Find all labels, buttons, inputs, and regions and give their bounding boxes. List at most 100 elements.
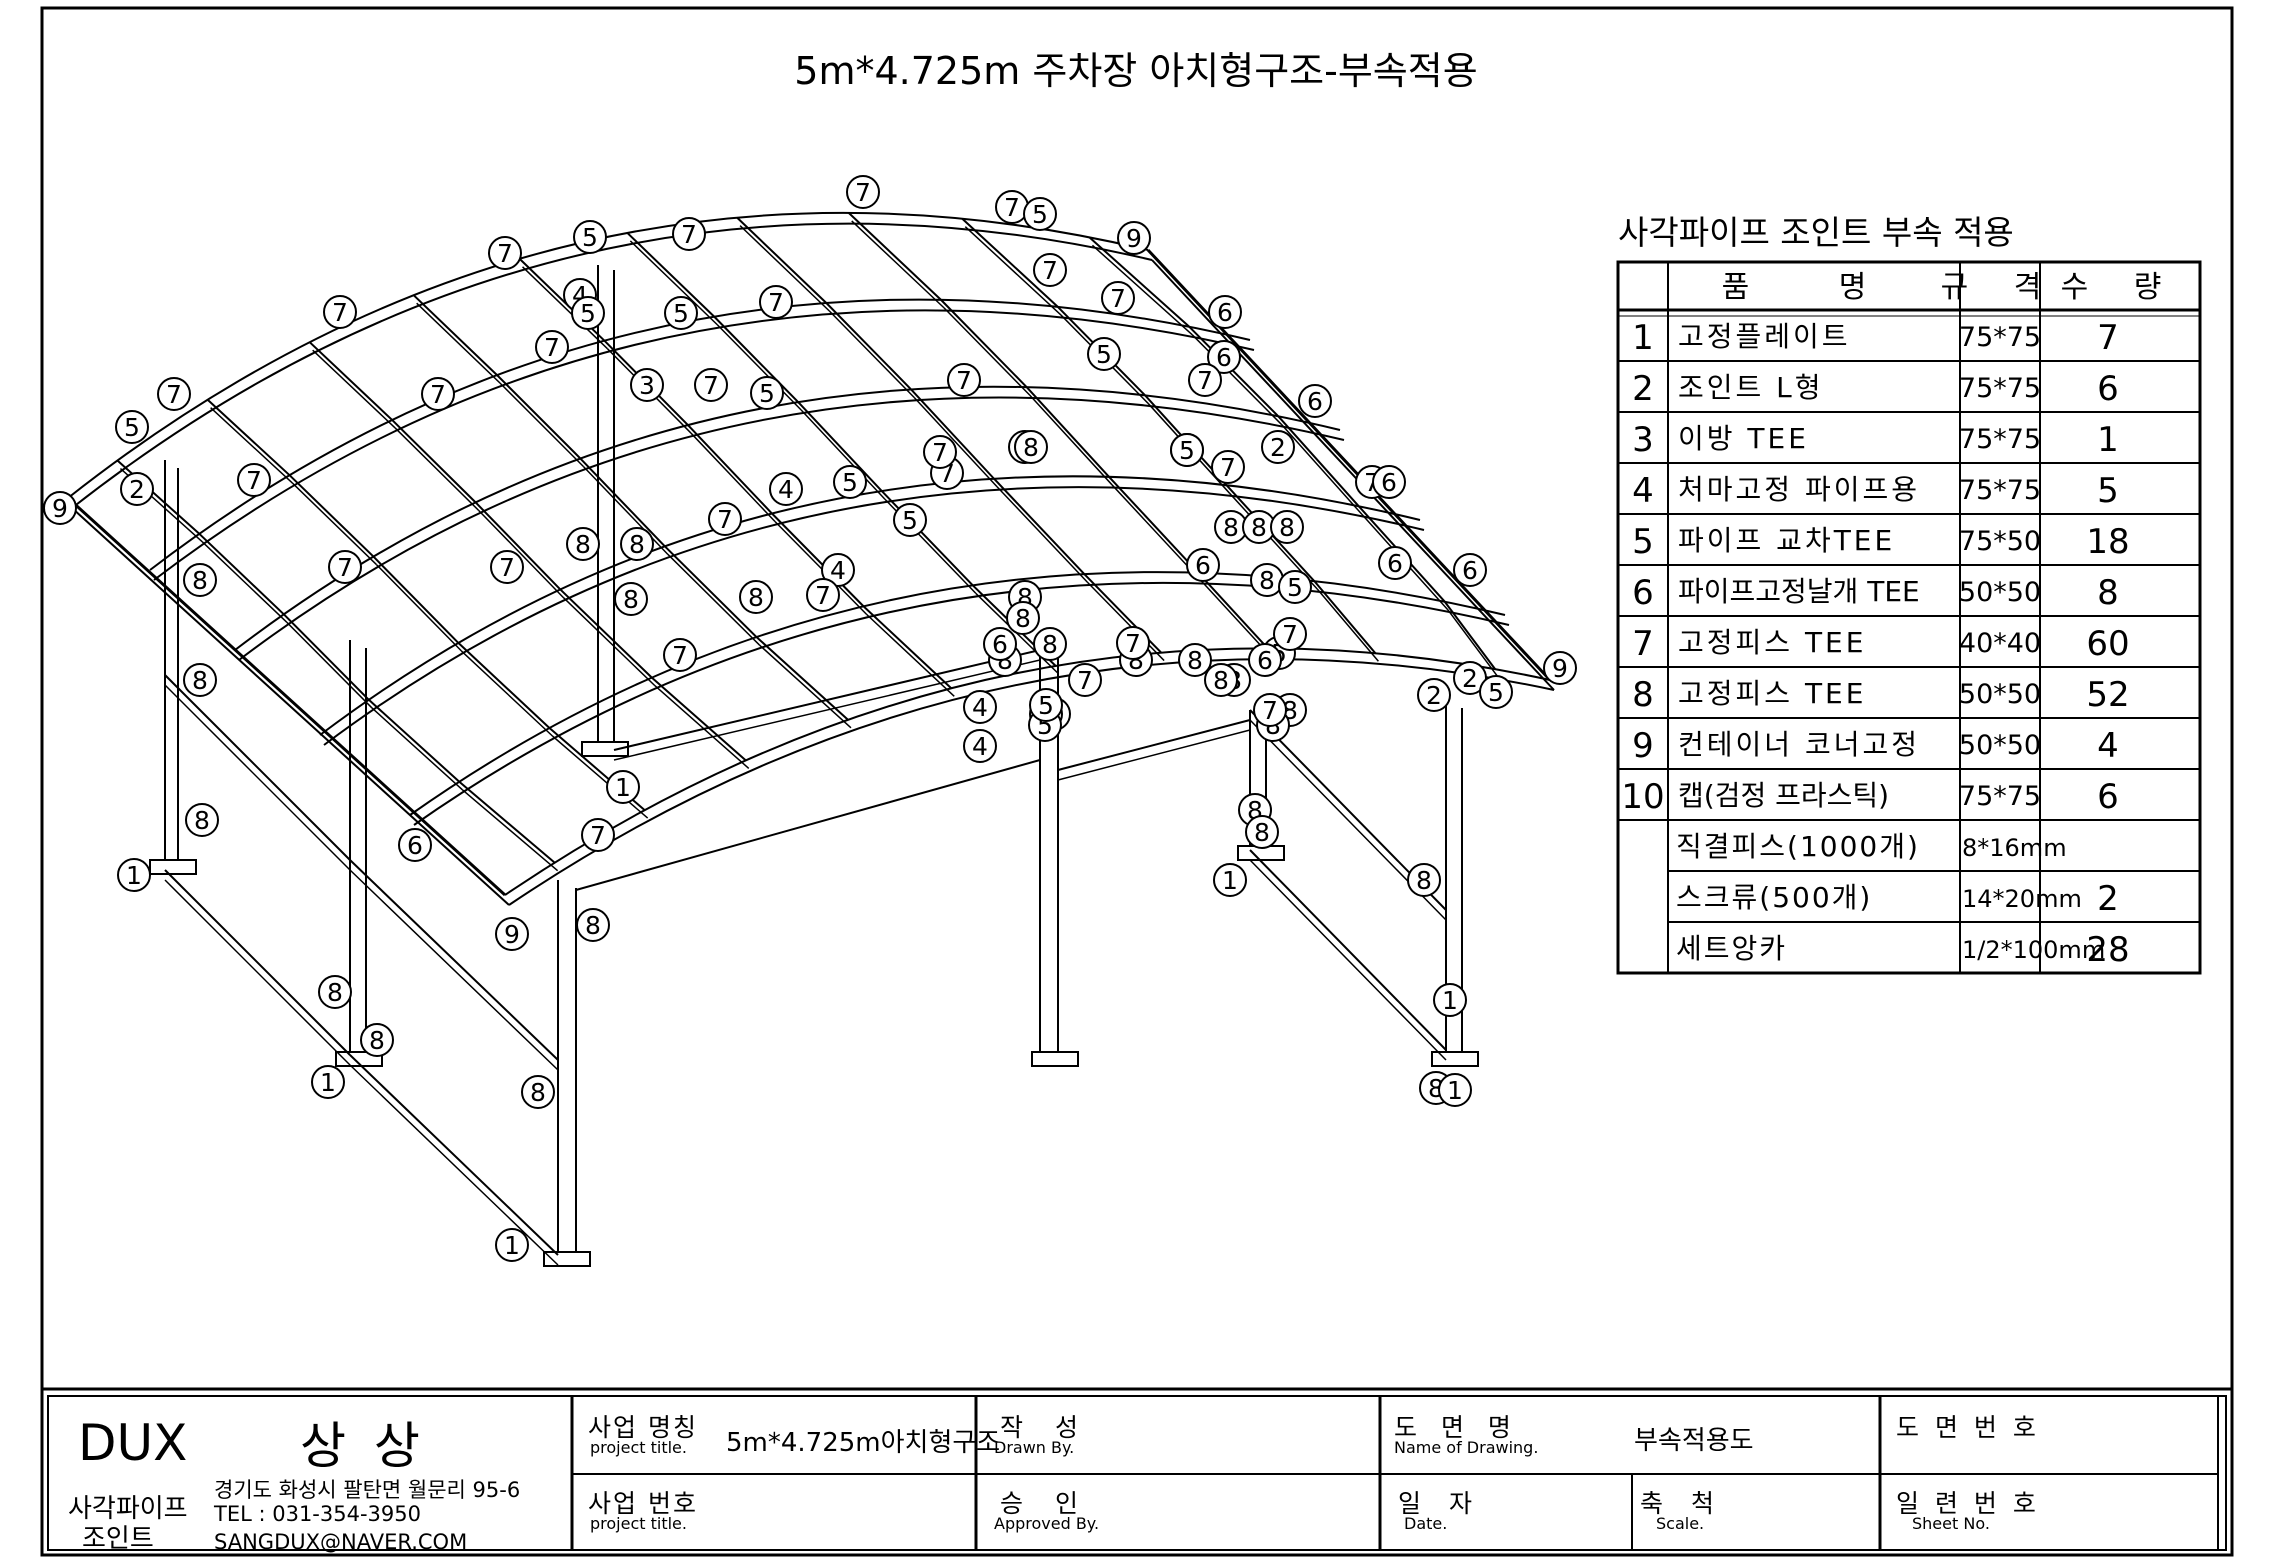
callout-number: 8 bbox=[192, 566, 208, 595]
callout-number: 1 bbox=[1442, 986, 1458, 1015]
callout-number: 4 bbox=[830, 556, 846, 585]
callout-number: 7 bbox=[768, 288, 784, 317]
row-qty: 18 bbox=[2086, 522, 2129, 562]
callout-number: 8 bbox=[530, 1078, 546, 1107]
callout-number: 7 bbox=[703, 371, 719, 400]
callout-number: 5 bbox=[1032, 200, 1048, 229]
callout-balloon: 6 bbox=[1453, 553, 1487, 587]
callout-number: 8 bbox=[575, 530, 591, 559]
callout-balloon: 7 bbox=[581, 818, 615, 852]
parts-table-caption: 사각파이프 조인트 부속 적용 bbox=[1618, 213, 2014, 252]
company-name: 상 상 bbox=[300, 1417, 426, 1475]
callout-balloon: 8 bbox=[1204, 663, 1238, 697]
project-name-label-en: project title. bbox=[590, 1438, 687, 1457]
row-name: 캡(검정 프라스틱) bbox=[1678, 779, 1889, 812]
callout-number: 8 bbox=[1223, 513, 1239, 542]
callout-number: 8 bbox=[327, 978, 343, 1007]
callout-number: 2 bbox=[1270, 433, 1286, 462]
callout-number: 5 bbox=[902, 506, 918, 535]
callout-balloon: 2 bbox=[1453, 661, 1487, 695]
row-spec: 75*75 bbox=[1959, 475, 2041, 506]
callout-number: 8 bbox=[1023, 433, 1039, 462]
callout-number: 7 bbox=[932, 438, 948, 467]
callout-number: 9 bbox=[52, 494, 68, 523]
row-name: 처마고정 파이프용 bbox=[1678, 473, 1920, 506]
row-number: 10 bbox=[1621, 777, 1664, 817]
callout-balloon: 5 bbox=[1170, 433, 1204, 467]
callout-number: 8 bbox=[585, 911, 601, 940]
callout-number: 7 bbox=[1110, 284, 1126, 313]
callout-balloon: 2 bbox=[1417, 678, 1451, 712]
callout-balloon: 7 bbox=[672, 217, 706, 251]
callout-balloon: 5 bbox=[893, 503, 927, 537]
drawing-name-value: 부속적용도 bbox=[1634, 1426, 1754, 1456]
row-qty: 60 bbox=[2086, 624, 2129, 664]
callout-number: 7 bbox=[1262, 696, 1278, 725]
callout-number: 9 bbox=[1126, 224, 1142, 253]
row-number: 4 bbox=[1632, 471, 1654, 511]
callout-balloon: 7 bbox=[237, 463, 271, 497]
header-spec: 규 격 bbox=[1941, 270, 2060, 305]
callout-number: 8 bbox=[623, 585, 639, 614]
callout-number: 7 bbox=[1042, 256, 1058, 285]
callout-number: 7 bbox=[717, 505, 733, 534]
callout-balloon: 5 bbox=[833, 465, 867, 499]
callout-balloon: 5 bbox=[664, 296, 698, 330]
callout-balloon: 7 bbox=[421, 377, 455, 411]
approved-by-label: 승 인 bbox=[1000, 1489, 1090, 1518]
callout-number: 7 bbox=[1282, 620, 1298, 649]
callout-number: 7 bbox=[497, 239, 513, 268]
callout-number: 1 bbox=[1447, 1076, 1463, 1105]
callout-number: 5 bbox=[1038, 691, 1054, 720]
callout-number: 8 bbox=[192, 666, 208, 695]
callout-balloon: 7 bbox=[535, 330, 569, 364]
part-callouts: 7757759476775775657375767276927875457676… bbox=[43, 175, 1577, 1262]
callout-number: 8 bbox=[369, 1026, 385, 1055]
callout-balloon: 5 bbox=[571, 296, 605, 330]
callout-number: 4 bbox=[972, 732, 988, 761]
callout-balloon: 4 bbox=[963, 729, 997, 763]
callout-balloon: 5 bbox=[1479, 675, 1513, 709]
callout-balloon: 8 bbox=[318, 975, 352, 1009]
row-name: 컨테이너 코너고정 bbox=[1678, 728, 1920, 761]
callout-balloon: 7 bbox=[947, 363, 981, 397]
callout-balloon: 7 bbox=[488, 236, 522, 270]
callout-balloon: 1 bbox=[1433, 983, 1467, 1017]
row-qty: 7 bbox=[2097, 318, 2119, 358]
callout-number: 5 bbox=[580, 299, 596, 328]
row-number: 2 bbox=[1632, 369, 1654, 409]
callout-number: 7 bbox=[1220, 453, 1236, 482]
header-qty: 수 량 bbox=[2061, 270, 2180, 305]
row-qty: 6 bbox=[2097, 777, 2119, 817]
callout-number: 6 bbox=[1195, 551, 1211, 580]
row-spec: 14*20mm bbox=[1962, 885, 2082, 913]
callout-number: 2 bbox=[1462, 664, 1478, 693]
callout-balloon: 9 bbox=[1543, 651, 1577, 685]
row-spec: 40*40 bbox=[1959, 628, 2041, 659]
callout-balloon: 7 bbox=[490, 550, 524, 584]
callout-balloon: 2 bbox=[120, 472, 154, 506]
callout-number: 1 bbox=[126, 861, 142, 890]
callout-balloon: 1 bbox=[1438, 1073, 1472, 1107]
callout-balloon: 7 bbox=[1211, 450, 1245, 484]
project-no-label: 사업 번호 bbox=[588, 1489, 698, 1518]
callout-balloon: 8 bbox=[1006, 601, 1040, 635]
row-number: 7 bbox=[1632, 624, 1654, 664]
callout-number: 6 bbox=[1257, 646, 1273, 675]
row-name: 파이프 교차TEE bbox=[1678, 524, 1895, 557]
callout-balloon: 8 bbox=[1214, 510, 1248, 544]
callout-number: 1 bbox=[1222, 866, 1238, 895]
callout-balloon: 8 bbox=[576, 908, 610, 942]
row-spec: 50*50 bbox=[1959, 730, 2041, 761]
row-name: 고정피스 TEE bbox=[1678, 677, 1866, 710]
callout-number: 8 bbox=[1213, 666, 1229, 695]
callout-balloon: 7 bbox=[1101, 281, 1135, 315]
callout-balloon: 1 bbox=[1213, 863, 1247, 897]
callout-balloon: 6 bbox=[1298, 384, 1332, 418]
callout-balloon: 8 bbox=[360, 1023, 394, 1057]
callout-balloon: 8 bbox=[1250, 563, 1284, 597]
callout-balloon: 8 bbox=[183, 563, 217, 597]
callout-balloon: 5 bbox=[1087, 337, 1121, 371]
callout-number: 7 bbox=[590, 821, 606, 850]
